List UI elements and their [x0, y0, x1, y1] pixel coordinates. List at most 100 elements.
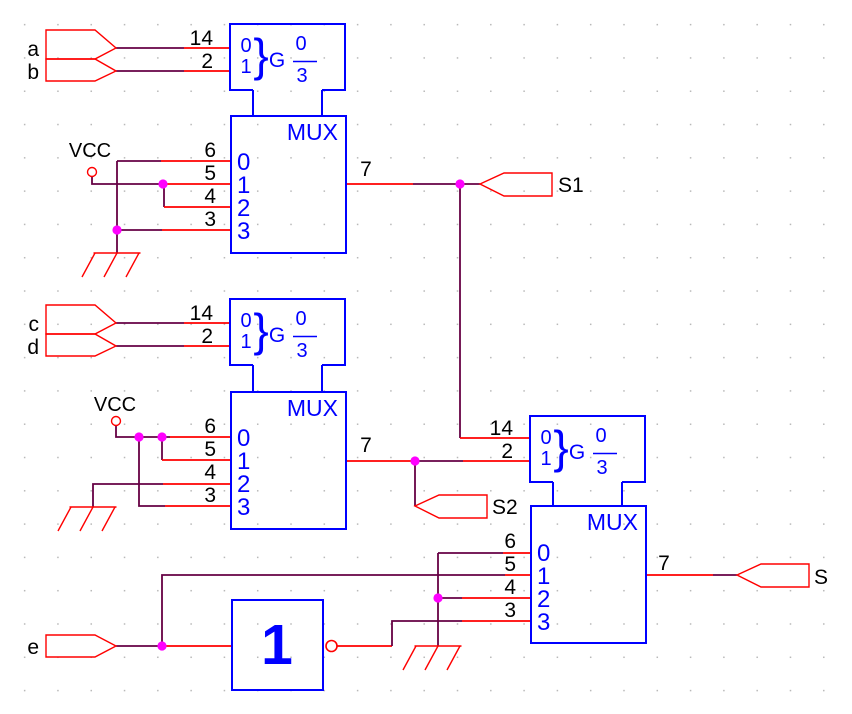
mux-pin-number: 5	[204, 438, 216, 461]
junction-dot[interactable]	[157, 432, 167, 442]
wire-segment[interactable]	[92, 483, 163, 507]
g-row1-label: 1	[240, 56, 251, 78]
g-row0-label: 0	[240, 310, 251, 332]
wire-segment[interactable]	[115, 426, 170, 438]
ground-hatch	[57, 506, 72, 532]
g-select-block-3[interactable]: 0 1 } G 0 3 14 2	[490, 415, 646, 506]
mux-title: MUX	[287, 395, 338, 421]
g-frac-denominator: 3	[296, 65, 307, 87]
output-port-shape[interactable]	[478, 172, 553, 197]
net-gnd3[interactable]	[437, 552, 531, 646]
mux-channel-1: 1	[237, 172, 250, 199]
output-port-shape[interactable]	[735, 563, 810, 588]
output-port-s2[interactable]: S2	[413, 494, 518, 519]
output-port-label: S	[814, 566, 828, 589]
mux-pin-number: 3	[204, 208, 216, 231]
net-e[interactable]	[116, 574, 531, 647]
mux-pin-number: 5	[504, 553, 516, 576]
g-pin-number-bottom: 2	[501, 440, 513, 463]
output-port-s1[interactable]: S1	[478, 172, 584, 197]
input-port-b[interactable]: b	[27, 58, 118, 84]
input-port-shape[interactable]	[45, 29, 118, 60]
net-gnd1[interactable]	[116, 160, 231, 253]
mux-title: MUX	[287, 119, 338, 145]
output-port-label: S2	[492, 496, 518, 519]
mux-pin-number: 4	[204, 185, 216, 208]
g-pin-number-top: 14	[190, 302, 214, 325]
junction-dot[interactable]	[410, 456, 420, 466]
input-port-shape[interactable]	[45, 333, 118, 357]
junction-dot[interactable]	[455, 179, 465, 189]
inverter-bubble-icon	[325, 639, 338, 653]
ground-hatch	[81, 252, 96, 278]
wire-segment[interactable]	[391, 620, 462, 646]
junction-dot[interactable]	[157, 641, 167, 651]
mux-channel-3: 3	[537, 609, 550, 636]
mux-channel-2: 2	[537, 586, 550, 613]
g-select-block-1[interactable]: 0 1 } G 0 3 14 2	[190, 23, 346, 116]
mux-channel-1: 1	[537, 563, 550, 590]
mux-block-1[interactable]: MUX 0 1 2 3 6 5 4 3 7	[204, 115, 372, 254]
input-port-a[interactable]: a	[27, 29, 118, 61]
input-port-label: d	[27, 336, 39, 359]
g-frac-numerator: 0	[295, 308, 306, 330]
junction-dot[interactable]	[134, 432, 144, 442]
mux-pin-number: 3	[504, 599, 516, 622]
mux-channel-1: 1	[237, 448, 250, 475]
wire-segment[interactable]	[138, 437, 165, 507]
mux-pin-number: 6	[204, 139, 216, 162]
g-select-block-2[interactable]: 0 1 } G 0 3 14 2	[190, 298, 346, 392]
ground-symbol-2[interactable]	[57, 506, 117, 532]
mux-pin-number: 4	[504, 576, 516, 599]
wire-segment[interactable]	[161, 574, 505, 646]
g-row0-label: 0	[240, 35, 251, 57]
g-pin-number-top: 14	[490, 417, 514, 440]
net-s2[interactable]	[346, 460, 530, 506]
input-port-label: b	[27, 61, 39, 84]
mux-output-pin-number: 7	[360, 158, 372, 181]
input-port-e[interactable]: e	[27, 634, 118, 659]
junction-dot[interactable]	[433, 593, 443, 603]
g-brace-icon: }	[553, 421, 568, 473]
input-port-d[interactable]: d	[27, 333, 118, 359]
inverter-outline	[231, 599, 324, 691]
input-port-shape[interactable]	[45, 304, 118, 335]
g-block-outline	[229, 298, 346, 392]
net-inverter-out[interactable]	[337, 620, 531, 647]
input-port-label: a	[27, 38, 39, 61]
net-s1[interactable]	[346, 183, 530, 439]
vcc-symbol-2[interactable]: VCC	[94, 394, 136, 427]
vcc-circle-icon	[110, 415, 122, 427]
input-port-shape[interactable]	[45, 634, 118, 658]
g-block-outline	[529, 415, 646, 506]
g-pin-number-bottom: 2	[201, 50, 213, 73]
mux-output-pin-number: 7	[658, 552, 670, 575]
vcc-circle-icon	[86, 166, 98, 178]
mux-block-3[interactable]: MUX 0 1 2 3 6 5 4 3 7	[504, 505, 670, 644]
input-port-label: c	[29, 313, 40, 336]
g-row1-label: 1	[240, 331, 251, 353]
ground-symbol-1[interactable]	[81, 252, 141, 278]
vcc-symbol-1[interactable]: VCC	[69, 140, 111, 178]
output-port-shape[interactable]	[413, 494, 488, 519]
mux-pin-number: 6	[504, 530, 516, 553]
ground-symbol-3[interactable]	[402, 645, 462, 671]
inverter-block[interactable]: 1	[231, 599, 338, 691]
input-port-shape[interactable]	[45, 58, 118, 82]
output-port-s[interactable]: S	[735, 563, 828, 589]
g-frac-denominator: 3	[296, 340, 307, 362]
wire-segment[interactable]	[91, 176, 163, 185]
mux-block-2[interactable]: MUX 0 1 2 3 6 5 4 3 7	[204, 391, 372, 530]
g-pin-number-bottom: 2	[201, 325, 213, 348]
junction-dot[interactable]	[158, 179, 168, 189]
junction-dot[interactable]	[112, 225, 122, 235]
mux-outline	[230, 391, 347, 530]
net-vcc2[interactable]	[115, 426, 231, 507]
vcc-label: VCC	[94, 394, 136, 416]
net-gnd2[interactable]	[92, 483, 231, 507]
g-frac-numerator: 0	[295, 33, 306, 55]
input-port-c[interactable]: c	[29, 304, 118, 336]
mux-pin-number: 4	[204, 461, 216, 484]
g-block-outline	[229, 23, 346, 116]
